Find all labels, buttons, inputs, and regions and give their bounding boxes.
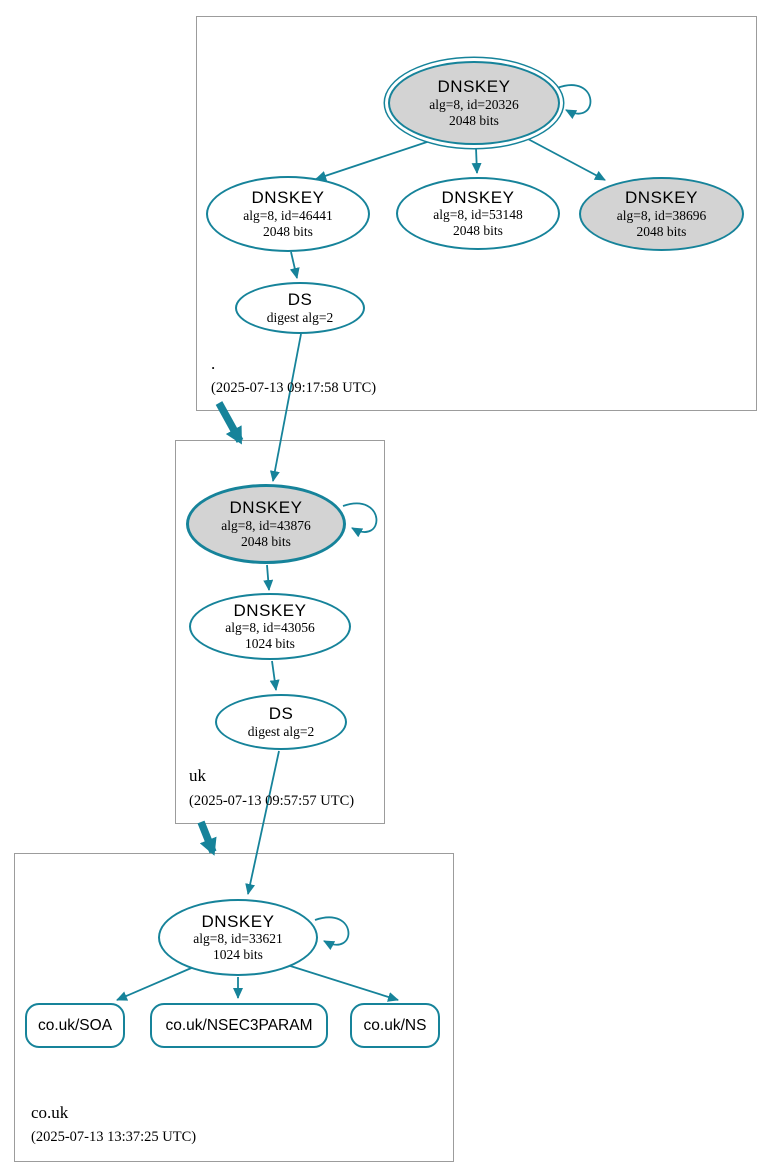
dnskey-node-33621[interactable]: DNSKEY alg=8, id=33621 1024 bits — [158, 899, 318, 976]
zone-label-uk: uk — [189, 766, 206, 785]
zone-box-co-uk — [14, 853, 454, 1162]
rrset-node-co-uk-soa[interactable]: co.uk/SOA — [25, 1003, 125, 1048]
zone-timestamp-co-uk: (2025-07-13 13:37:25 UTC) — [31, 1129, 197, 1145]
ds-node-uk[interactable]: DS digest alg=2 — [215, 694, 347, 750]
node-detail: 2048 bits — [636, 223, 687, 239]
node-detail: 2048 bits — [449, 112, 499, 128]
node-title: DNSKEY — [625, 188, 698, 208]
rrset-label: co.uk/SOA — [37, 1016, 113, 1034]
node-detail: digest alg=2 — [266, 309, 334, 325]
dnskey-node-43056[interactable]: DNSKEY alg=8, id=43056 1024 bits — [189, 593, 351, 660]
zone-box-root — [196, 16, 757, 411]
node-detail: alg=8, id=43056 — [225, 620, 315, 636]
node-detail: alg=8, id=20326 — [429, 96, 519, 112]
node-detail: 1024 bits — [245, 636, 295, 652]
node-title: DNSKEY — [441, 187, 515, 207]
dnskey-node-38696[interactable]: DNSKEY alg=8, id=38696 2048 bits — [579, 177, 744, 251]
node-detail: 2048 bits — [263, 223, 313, 239]
node-detail: alg=8, id=53148 — [433, 207, 523, 223]
ds-node-root[interactable]: DS digest alg=2 — [235, 282, 365, 334]
node-detail: 2048 bits — [241, 533, 291, 549]
dnskey-node-43876[interactable]: DNSKEY alg=8, id=43876 2048 bits — [186, 484, 346, 564]
dnskey-node-53148[interactable]: DNSKEY alg=8, id=53148 2048 bits — [396, 177, 560, 250]
node-title: DNSKEY — [437, 77, 511, 97]
node-title: DNSKEY — [229, 498, 303, 518]
node-detail: alg=8, id=46441 — [243, 207, 333, 223]
dnskey-node-20326[interactable]: DNSKEY alg=8, id=20326 2048 bits — [388, 61, 560, 145]
zone-timestamp-uk: (2025-07-13 09:57:57 UTC) — [189, 793, 355, 809]
node-detail: alg=8, id=33621 — [193, 931, 283, 947]
rrset-node-co-uk-ns[interactable]: co.uk/NS — [350, 1003, 440, 1048]
node-detail: digest alg=2 — [247, 723, 315, 739]
rrset-label: co.uk/NS — [363, 1016, 427, 1034]
rrset-label: co.uk/NSEC3PARAM — [165, 1016, 313, 1034]
zone-timestamp-root: (2025-07-13 09:17:58 UTC) — [211, 380, 377, 396]
node-title: DS — [268, 704, 294, 724]
node-title: DNSKEY — [233, 600, 307, 620]
node-detail: 2048 bits — [453, 223, 503, 239]
node-title: DS — [287, 290, 313, 310]
node-detail: 1024 bits — [213, 947, 263, 963]
node-title: DNSKEY — [251, 188, 325, 208]
delegation-arrow-uk-couk — [197, 820, 217, 856]
zone-label-co-uk: co.uk — [31, 1103, 69, 1122]
node-title: DNSKEY — [201, 911, 275, 931]
rrset-node-co-uk-nsec3param[interactable]: co.uk/NSEC3PARAM — [150, 1003, 328, 1048]
node-detail: alg=8, id=43876 — [221, 517, 311, 533]
dnskey-node-46441[interactable]: DNSKEY alg=8, id=46441 2048 bits — [206, 176, 370, 252]
node-detail: alg=8, id=38696 — [616, 207, 707, 223]
zone-label-root: . — [211, 354, 216, 373]
